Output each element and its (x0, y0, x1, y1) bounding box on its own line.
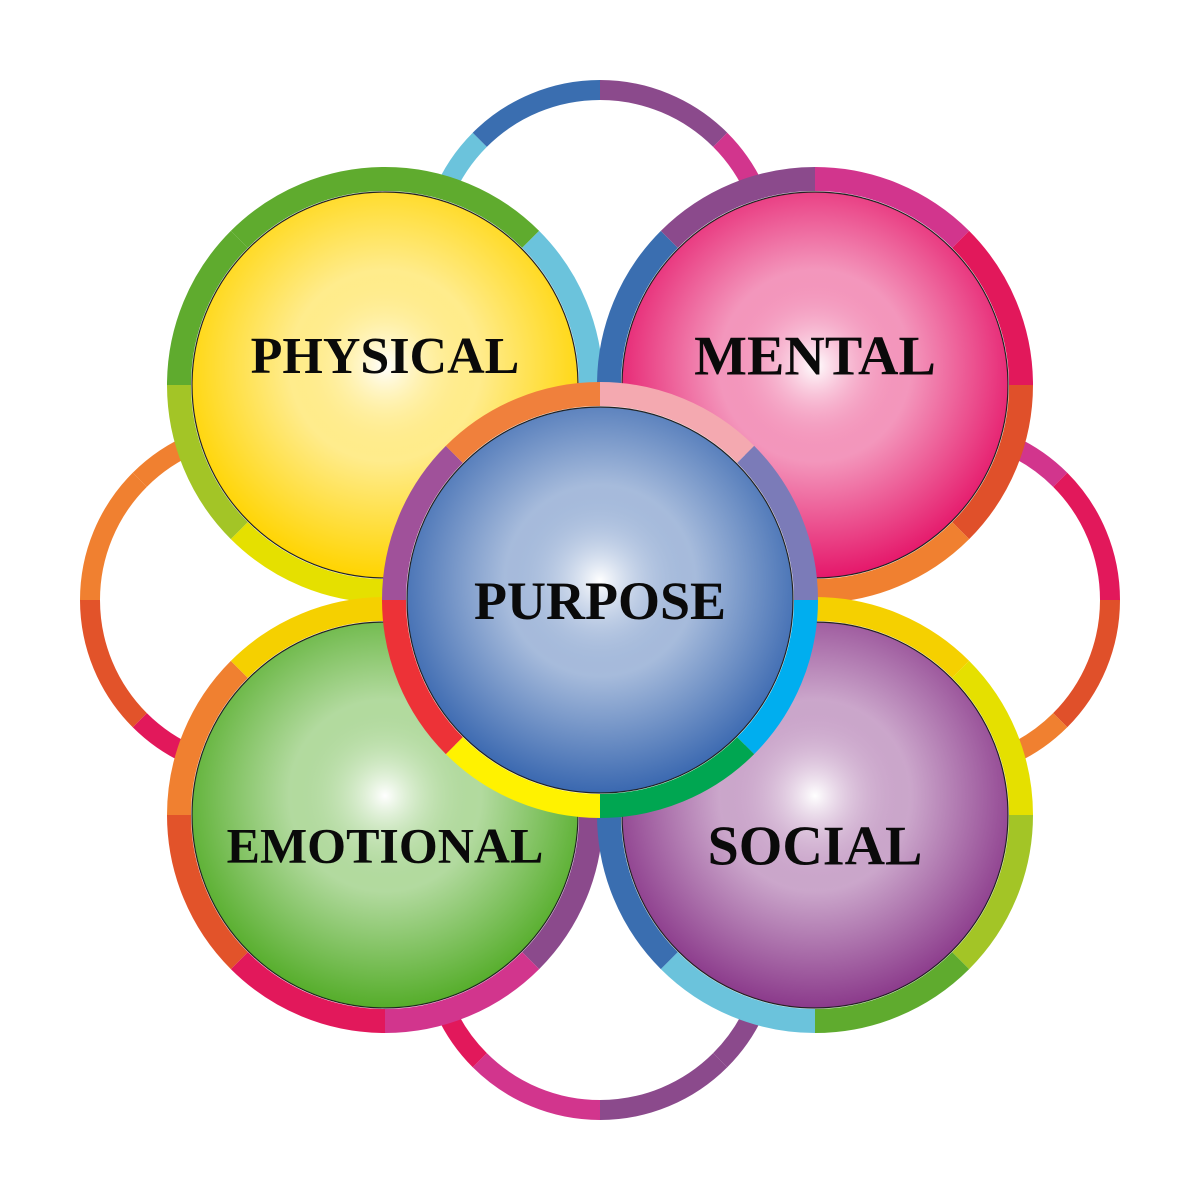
mental-ring-segment (952, 384, 1033, 540)
outer-ring-left-segment (80, 472, 147, 601)
purpose-ring-segment (382, 599, 463, 755)
physical-ring-segment (167, 384, 248, 540)
emotional-ring-segment (230, 597, 386, 678)
social-ring-segment (597, 814, 678, 970)
outer-ring-right-segment (1053, 599, 1120, 728)
purpose-label: PURPOSE (474, 571, 726, 631)
purpose-circle: PURPOSE (382, 382, 818, 818)
purpose-ring-segment (599, 737, 755, 818)
physical-ring-segment (230, 167, 386, 248)
purpose-ring-segment (599, 382, 755, 463)
physical-ring-segment (167, 230, 248, 386)
purpose-ring-segment (737, 445, 818, 601)
outer-ring-bottom-segment (472, 1053, 601, 1120)
mental-ring-segment (660, 167, 816, 248)
emotional-ring-segment (384, 952, 540, 1033)
social-ring-segment (952, 660, 1033, 816)
social-ring-segment (952, 814, 1033, 970)
mental-ring-segment (952, 230, 1033, 386)
outer-ring-bottom-segment (599, 1053, 728, 1120)
emotional-ring-segment (230, 952, 386, 1033)
center-circle: PURPOSE (382, 382, 818, 818)
emotional-label: EMOTIONAL (227, 818, 544, 874)
mental-ring-segment (814, 167, 970, 248)
physical-ring-segment (522, 230, 603, 386)
purpose-ring-segment (382, 445, 463, 601)
social-ring-segment (814, 952, 970, 1033)
mental-label: MENTAL (694, 326, 936, 388)
mental-ring-segment (814, 522, 970, 603)
social-ring-segment (814, 597, 970, 678)
mental-ring-segment (597, 230, 678, 386)
purpose-ring-segment (737, 599, 818, 755)
emotional-ring-segment (167, 660, 248, 816)
outer-ring-left-segment (80, 599, 147, 728)
purpose-ring-segment (445, 382, 601, 463)
emotional-ring-segment (167, 814, 248, 970)
outer-ring-top-segment (472, 80, 601, 147)
purpose-ring-segment (445, 737, 601, 818)
emotional-ring-segment (522, 814, 603, 970)
outer-ring-top-segment (599, 80, 728, 147)
social-label: SOCIAL (708, 816, 923, 878)
physical-ring-segment (230, 522, 386, 603)
social-ring-segment (660, 952, 816, 1033)
purpose-ring (382, 382, 818, 818)
physical-label: PHYSICAL (251, 328, 520, 385)
outer-ring-right-segment (1053, 472, 1120, 601)
purpose-fill (406, 406, 794, 794)
physical-ring-segment (384, 167, 540, 248)
